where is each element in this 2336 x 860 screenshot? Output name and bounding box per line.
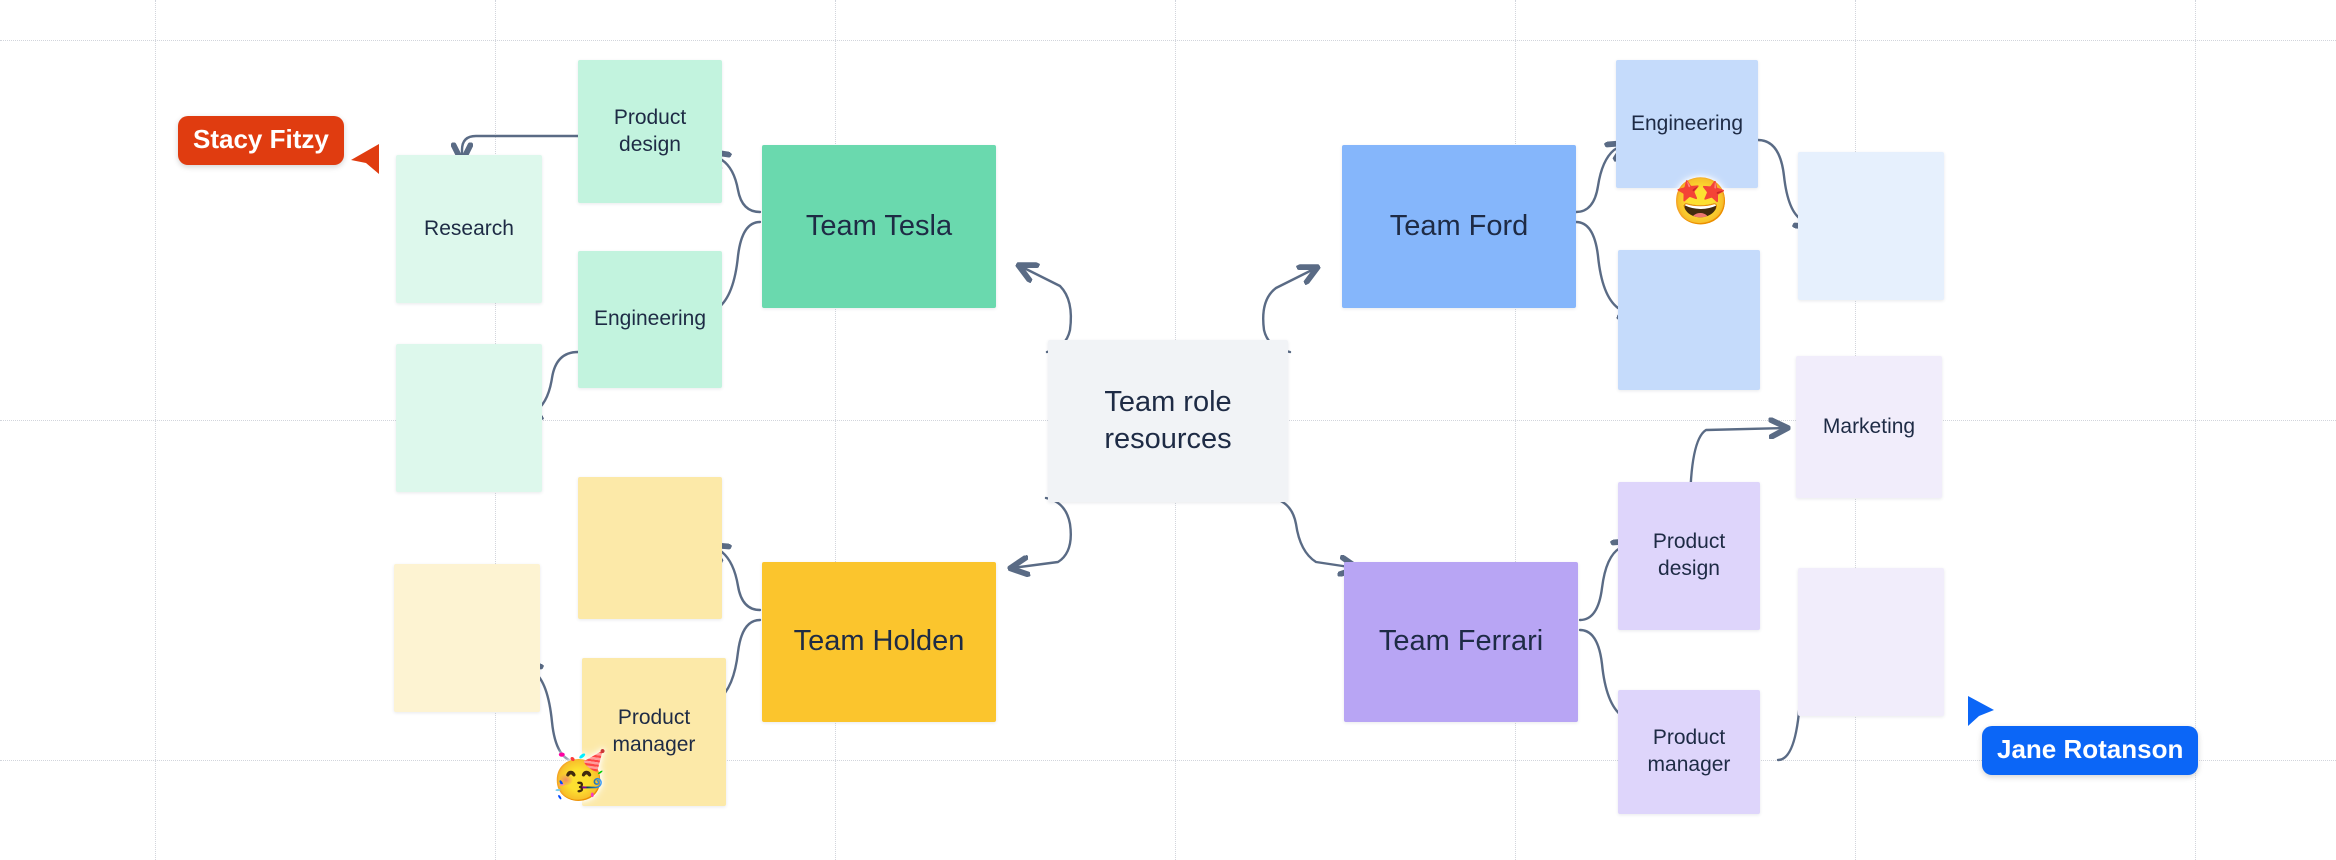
card-label: Product design xyxy=(613,105,687,156)
grid-line-vertical xyxy=(155,0,156,860)
card-ferrari-marketing[interactable]: Marketing xyxy=(1796,356,1942,498)
grid-line-horizontal xyxy=(0,760,2336,761)
card-team-role-resources[interactable]: Team role resources xyxy=(1048,340,1288,502)
card-holden-blank-top[interactable] xyxy=(578,477,722,619)
cursor-label: Jane Rotanson xyxy=(1982,726,2199,775)
card-label: Team role resources xyxy=(1104,385,1232,455)
star-struck-icon[interactable]: 🤩 xyxy=(1672,175,1730,227)
card-ferrari-blank[interactable] xyxy=(1798,568,1944,716)
card-team-holden[interactable]: Team Holden xyxy=(762,562,996,722)
card-holden-product-manager[interactable]: Product manager xyxy=(582,658,726,806)
grid-line-horizontal xyxy=(0,40,2336,41)
card-team-ferrari[interactable]: Team Ferrari xyxy=(1344,562,1578,722)
card-ford-blank[interactable] xyxy=(1618,250,1760,390)
card-holden-blank[interactable] xyxy=(394,564,540,712)
card-label: Engineering xyxy=(593,307,707,331)
card-team-ford[interactable]: Team Ford xyxy=(1342,145,1576,308)
card-team-tesla[interactable]: Team Tesla xyxy=(762,145,996,308)
grid-line-vertical xyxy=(835,0,836,860)
card-label: Product manager xyxy=(1647,726,1731,776)
card-ford-blank-pale[interactable] xyxy=(1798,152,1944,300)
card-label: Product manager xyxy=(612,706,696,756)
cursor-label: Stacy Fitzy xyxy=(178,116,344,165)
cursor-pointer-icon xyxy=(351,144,379,174)
card-ferrari-product-manager[interactable]: Product manager xyxy=(1618,690,1760,814)
card-tesla-blank[interactable] xyxy=(396,344,542,492)
card-ford-engineering[interactable]: Engineering xyxy=(1616,60,1758,188)
card-tesla-product-design[interactable]: Product design xyxy=(578,60,722,203)
card-label: Team Ferrari xyxy=(1378,625,1544,658)
card-tesla-research[interactable]: Research xyxy=(396,155,542,303)
card-label: Team Ford xyxy=(1389,209,1529,242)
card-label: Research xyxy=(424,216,514,240)
card-label: Team Holden xyxy=(793,625,965,658)
card-label: Engineering xyxy=(1630,111,1744,135)
card-tesla-engineering[interactable]: Engineering xyxy=(578,251,722,388)
card-label: Team Tesla xyxy=(805,209,953,242)
partying-face-icon[interactable]: 🥳 xyxy=(550,749,608,801)
cursor-pointer-icon xyxy=(1968,696,1994,726)
card-label: Product design xyxy=(1652,530,1726,580)
card-label: Marketing xyxy=(1822,414,1916,438)
grid-line-vertical xyxy=(1515,0,1516,860)
card-ferrari-product-design[interactable]: Product design xyxy=(1618,482,1760,630)
grid-line-vertical xyxy=(2195,0,2196,860)
